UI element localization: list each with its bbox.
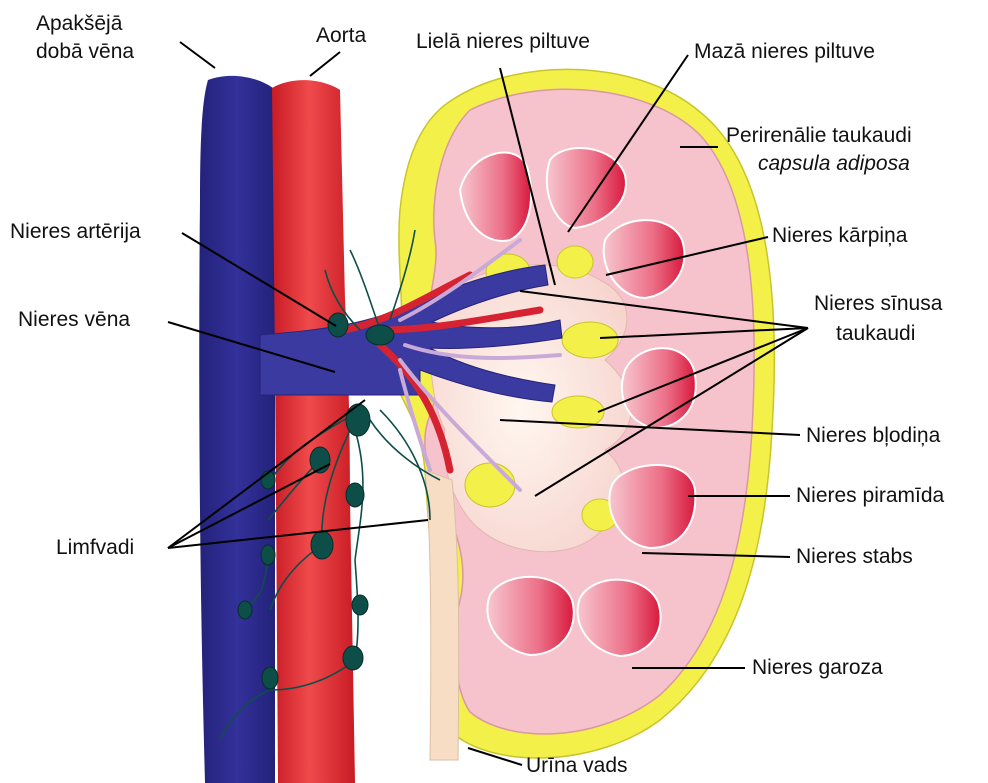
label-renal-vein: Nieres vēna <box>18 308 130 332</box>
label-lymph-vessels: Limfvadi <box>56 536 134 560</box>
label-sinus-fat-line2: taukaudi <box>836 322 915 346</box>
label-perirenal-fat: Perirenālie taukaudi <box>726 124 912 148</box>
label-renal-pyramid: Nieres piramīda <box>796 484 944 508</box>
label-ivc-line1: Apakšējā <box>36 12 122 36</box>
label-renal-pelvis: Nieres bļodiņa <box>806 424 940 448</box>
label-major-calyx: Lielā nieres piltuve <box>416 30 590 54</box>
label-sinus-fat-line1: Nieres sīnusa <box>814 292 942 316</box>
label-renal-column: Nieres stabs <box>796 545 913 569</box>
leader-ivc <box>180 42 215 68</box>
label-renal-papilla: Nieres kārpiņa <box>772 224 907 248</box>
label-renal-cortex: Nieres garoza <box>752 656 883 680</box>
label-renal-artery: Nieres artērija <box>10 220 141 244</box>
label-capsula-adiposa: capsula adiposa <box>758 152 910 176</box>
aorta-shape <box>272 80 355 783</box>
label-aorta: Aorta <box>316 24 366 48</box>
label-minor-calyx: Mazā nieres piltuve <box>694 40 875 64</box>
label-ureter: Urīna vads <box>526 754 628 778</box>
leader-aorta <box>310 52 340 76</box>
label-ivc-line2: dobā vēna <box>36 40 134 64</box>
